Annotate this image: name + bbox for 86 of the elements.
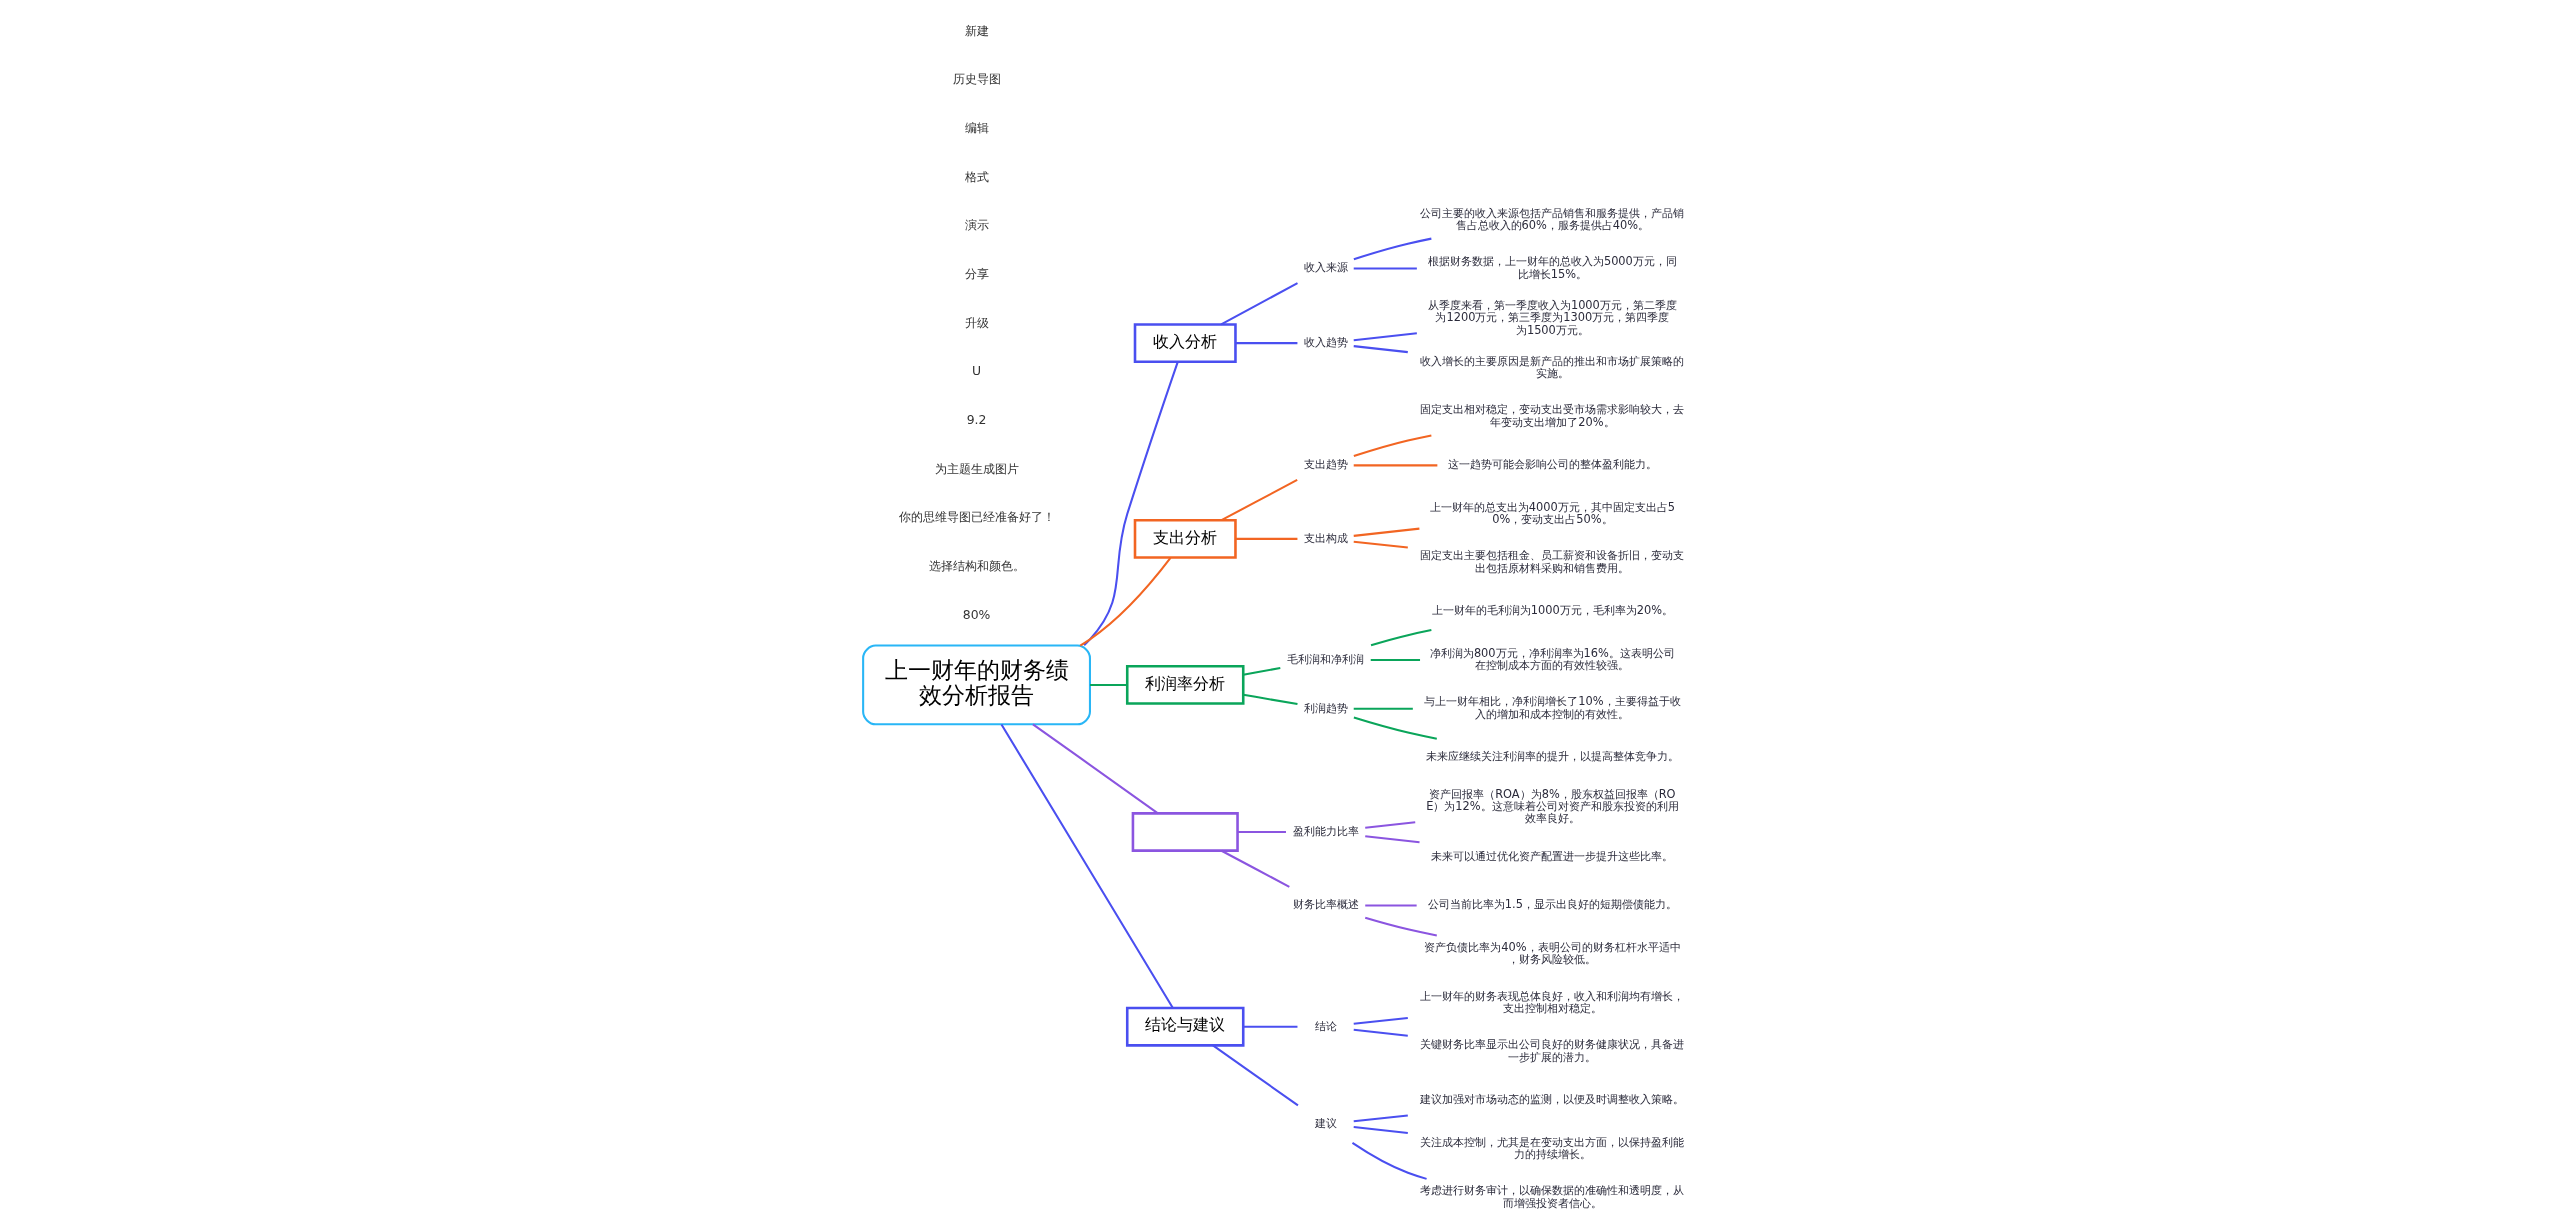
node-box: 上一财年的财务绩效分析报告 (862, 644, 1091, 726)
node-text: 建议加强对市场动态的监测，以便及时调整收入策略。 (1420, 1092, 1685, 1107)
connector (1353, 1114, 1408, 1123)
connector (1353, 707, 1413, 710)
label: 选择结构和颜色。 (928, 558, 1025, 574)
connector (1212, 1044, 1299, 1107)
connector (1351, 1142, 1427, 1180)
label: 演示 (964, 217, 989, 233)
connector (1365, 835, 1420, 844)
node-text: 资产回报率（ROA）为8%，股东权益回报率（ROE）为12%。这意味着公司对资产和股东投资的利用效率良好。 (1426, 786, 1679, 826)
connector (1353, 1017, 1408, 1025)
node-box: 利润率分析 (1125, 665, 1245, 705)
node-box: 结论与建议 (1125, 1006, 1245, 1047)
connector (1353, 434, 1432, 458)
node-text: 盈利能力比率 (1292, 823, 1359, 838)
node-box: 支出分析 (1133, 518, 1237, 559)
node-text: 收入来源 (1303, 260, 1348, 275)
connector (1000, 723, 1174, 1009)
node-text: 公司主要的收入来源包括产品销售和服务提供，产品销售占总收入的60%，服务提供占40%。 (1420, 205, 1685, 233)
connector (1221, 849, 1290, 888)
connector (1370, 629, 1432, 647)
node-text: 支出构成 (1303, 530, 1348, 545)
connector (1353, 237, 1432, 261)
connector (1353, 1028, 1408, 1037)
connector (1364, 916, 1437, 937)
node-text: 资产负债比率为40%，表明公司的财务杠杆水平适中，财务风险较低。 (1424, 939, 1681, 967)
label: 9.2 (966, 412, 987, 428)
node-box: 收入分析 (1133, 323, 1237, 364)
connector (1032, 723, 1159, 815)
connector (1220, 282, 1298, 326)
node-text: 未来应继续关注利润率的提升，以提高整体竞争力。 (1425, 749, 1679, 764)
connector (1370, 659, 1421, 662)
node-text: 关键财务比率显示出公司良好的财务健康状况，具备进一步扩展的潜力。 (1420, 1037, 1685, 1064)
connector (1243, 1025, 1298, 1028)
node-text: 毛利润和净利润 (1287, 651, 1365, 666)
node-text: 上一财年的毛利润为1000万元，毛利率为20%。 (1431, 603, 1673, 618)
connector (1365, 904, 1417, 907)
connector (1221, 478, 1298, 522)
connector (1079, 557, 1172, 647)
node-text: 净利润为800万元，净利润率为16%。这表明公司在控制成本方面的有效性较强。 (1429, 645, 1675, 673)
label: 升级 (964, 314, 989, 330)
label: 分享 (964, 266, 989, 282)
connector (1353, 464, 1438, 467)
label: 80% (962, 606, 991, 622)
node-box (1131, 812, 1239, 852)
connector (1235, 342, 1298, 345)
connector (1237, 830, 1286, 834)
connector (1353, 267, 1417, 270)
connector (1353, 716, 1437, 740)
label: 编辑 (964, 119, 989, 135)
node-text: 建议 (1314, 1115, 1337, 1130)
node-text: 固定支出相对稳定，变动支出受市场需求影响较大，去年变动支出增加了20%。 (1420, 402, 1685, 429)
node-text: 结论 (1314, 1018, 1337, 1033)
label: 新建 (964, 22, 989, 38)
connector (1243, 693, 1298, 706)
node-text: 财务比率概述 (1292, 897, 1359, 912)
label: 格式 (964, 168, 989, 184)
node-text: 利润趋势 (1303, 700, 1348, 715)
label: U (972, 363, 982, 379)
node-text: 未来可以通过优化资产配置进一步提升这些比率。 (1431, 848, 1674, 863)
node-text: 支出趋势 (1303, 457, 1348, 472)
node-text: 考虑进行财务审计，以确保数据的准确性和透明度，从而增强投资者信心。 (1420, 1183, 1685, 1210)
node-text: 收入增长的主要原因是新产品的推出和市场扩展策略的实施。 (1420, 353, 1685, 381)
connector (1235, 537, 1298, 540)
connector (1353, 332, 1417, 342)
node-text: 根据财务数据，上一财年的总收入为5000万元，同比增长15%。 (1427, 254, 1677, 281)
connector (1365, 821, 1416, 829)
node-text: 与上一财年相比，净利润增长了10%，主要得益于收入的增加和成本控制的有效性。 (1424, 694, 1681, 721)
node-text: 固定支出主要包括租金、员工薪资和设备折旧，变动支出包括原材料采购和销售费用。 (1420, 548, 1685, 575)
connector (1353, 345, 1408, 354)
node-text: 这一趋势可能会影响公司的整体盈利能力。 (1447, 457, 1657, 472)
node-text: 收入趋势 (1303, 335, 1348, 350)
connector (1243, 667, 1281, 676)
node-text: 公司当前比率为1.5，显示出良好的短期偿债能力。 (1427, 897, 1677, 912)
node-text: 上一财年的总支出为4000万元，其中固定支出占50%，变动支出占50%。 (1429, 499, 1675, 527)
connector (1083, 361, 1179, 646)
node-text: 从季度来看，第一季度收入为1000万元，第二季度为1200万元，第三季度为1300万元，第四季度为1500万元。 (1427, 297, 1677, 337)
label: 为主题生成图片 (934, 460, 1019, 476)
connector (1353, 527, 1420, 537)
connector (1353, 1126, 1408, 1135)
label: 历史导图 (952, 71, 1001, 87)
node-text: 关注成本控制，尤其是在变动支出方面，以保持盈利能力的持续增长。 (1420, 1134, 1685, 1162)
node-text: 上一财年的财务表现总体良好，收入和利润均有增长，支出控制相对稳定。 (1420, 988, 1685, 1015)
connector (1353, 540, 1408, 549)
label: 你的思维导图已经准备好了！ (898, 509, 1055, 525)
connector (1089, 683, 1128, 686)
